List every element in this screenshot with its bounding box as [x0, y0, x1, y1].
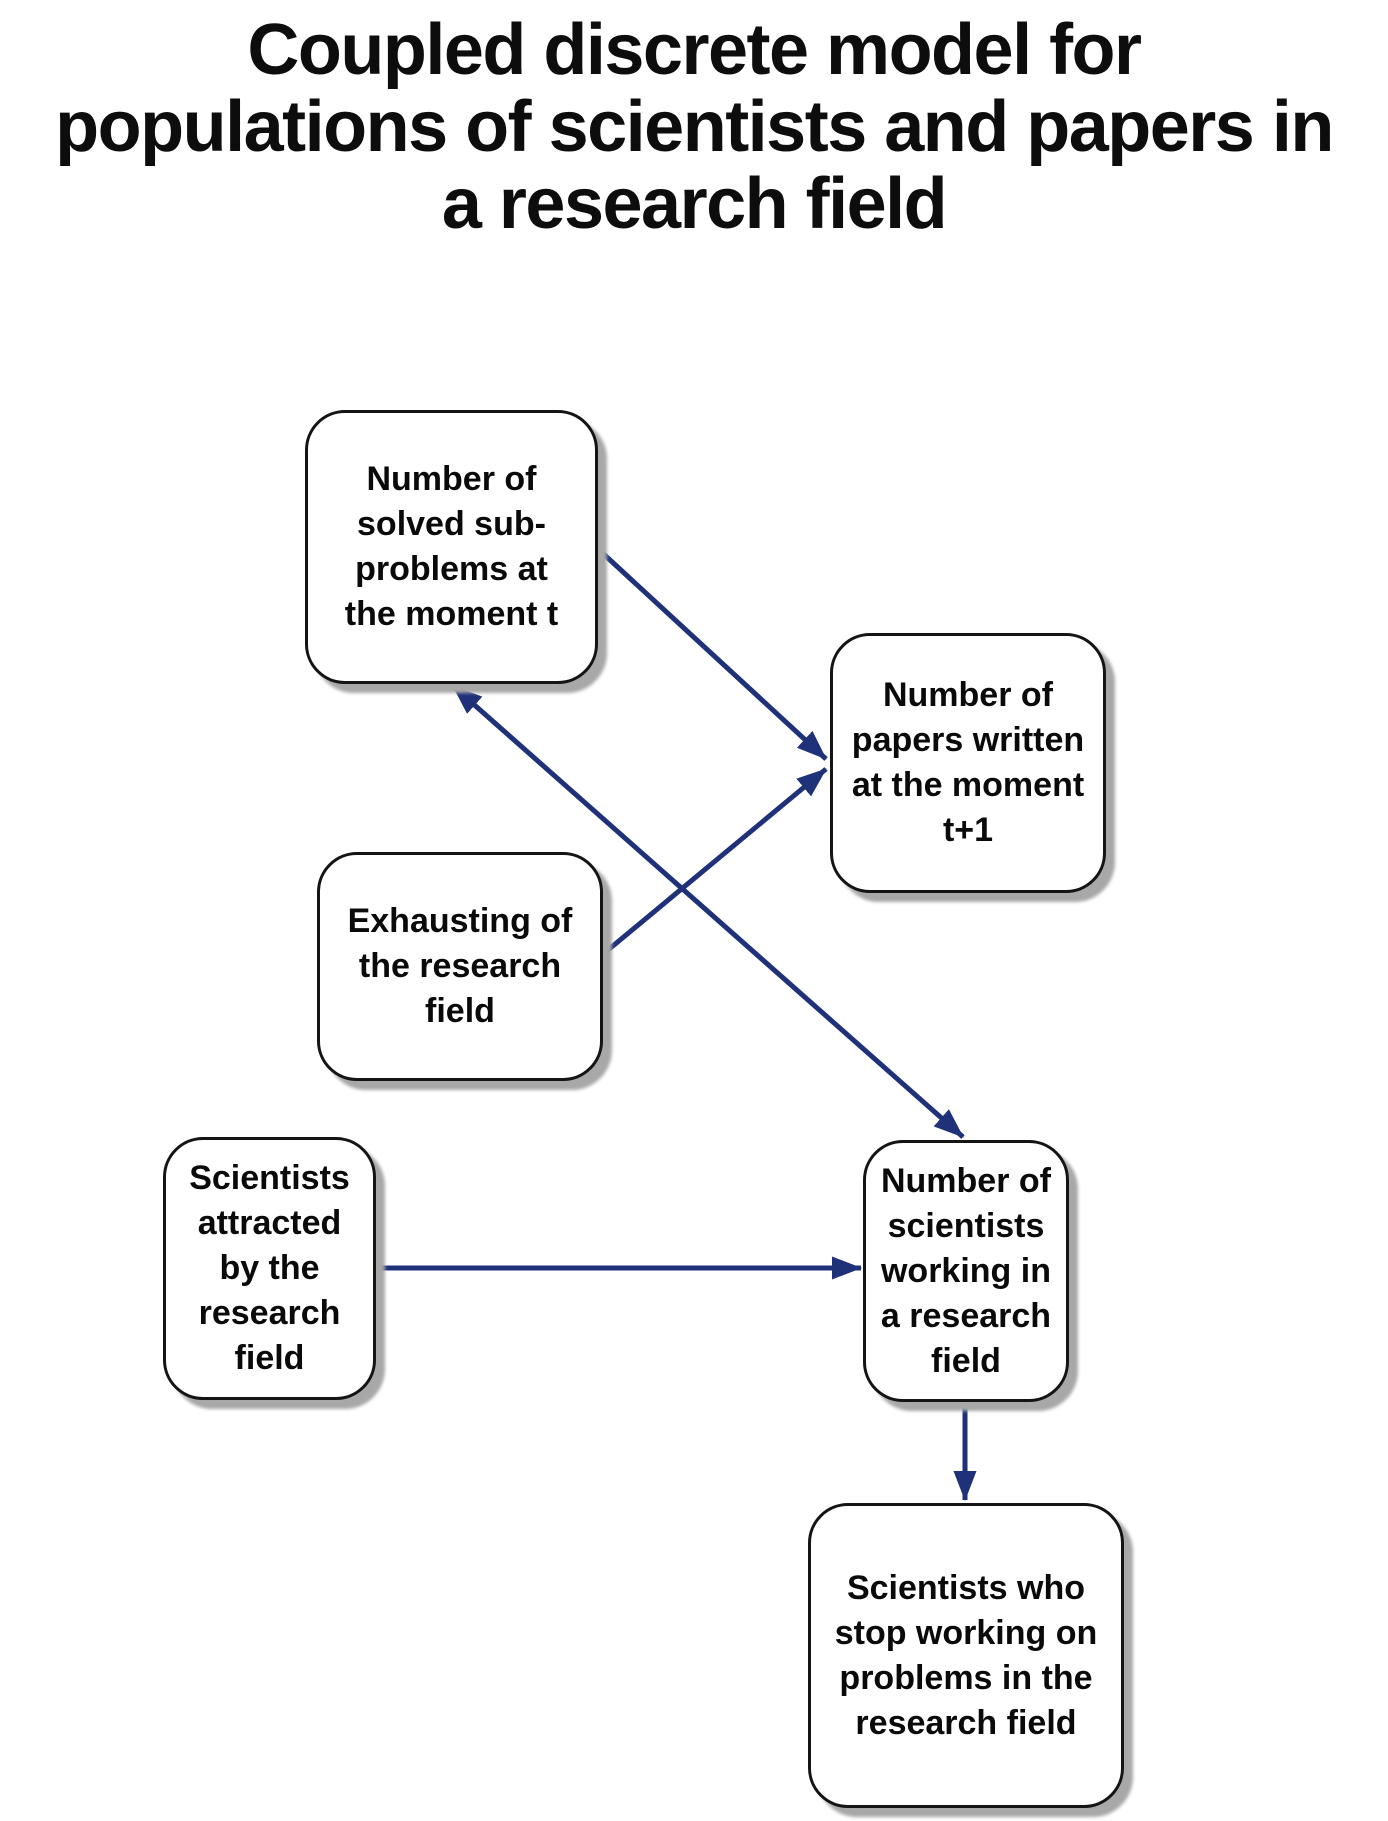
node-scientists-attracted: Scientists attracted by the research fie…	[163, 1137, 376, 1400]
node-scientists-working: Number of scientists working in a resear…	[863, 1140, 1069, 1402]
node-scientists-stop: Scientists who stop working on problems …	[808, 1503, 1124, 1808]
node-papers-written: Number of papers written at the moment t…	[830, 633, 1106, 893]
node-solved-subproblems: Number of solved sub- problems at the mo…	[305, 410, 598, 684]
arrow-exhausting-to-papers	[600, 767, 828, 957]
node-exhausting-field: Exhausting of the research field	[317, 852, 603, 1081]
diagram-title: Coupled discrete model for populations o…	[55, 10, 1334, 244]
arrow-solved-to-papers	[595, 546, 828, 761]
